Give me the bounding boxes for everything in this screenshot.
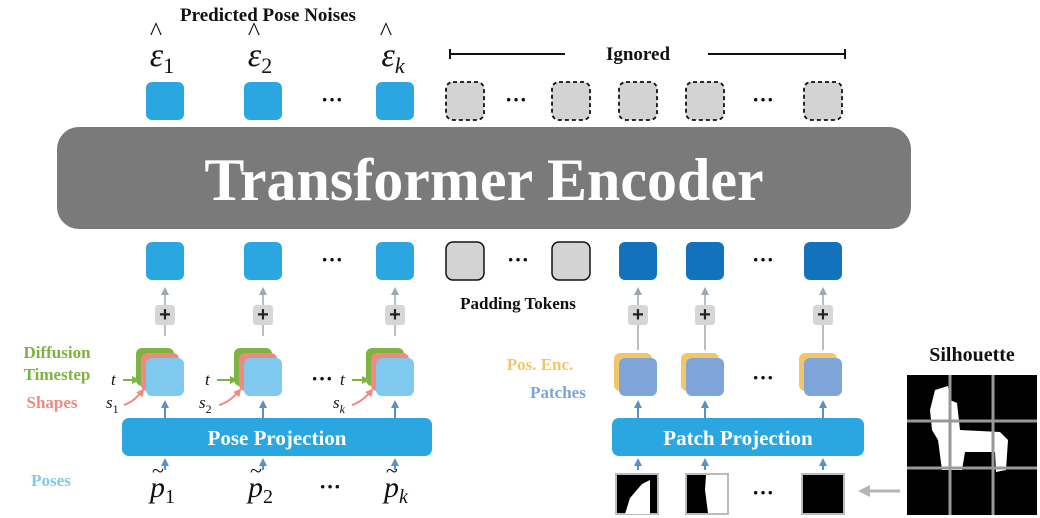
patch-token-3 <box>804 242 842 280</box>
timestep-input-k: t <box>340 370 370 389</box>
timestep-input-2: t <box>205 370 238 389</box>
patch-image-2 <box>685 473 729 515</box>
svg-text:~: ~ <box>386 458 398 483</box>
svg-text:p1: p1 <box>148 471 175 508</box>
legend-patches: Patches <box>530 383 586 402</box>
ignored-token-2 <box>551 81 591 121</box>
svg-text:s1: s1 <box>106 393 119 416</box>
svg-text:^: ^ <box>248 17 260 46</box>
input-ellipsis-1: ··· <box>321 247 343 272</box>
svg-text:~: ~ <box>152 458 164 483</box>
plus-node-pose-1: + <box>155 287 175 336</box>
legend-diffusion-line1: Diffusion <box>23 343 91 362</box>
legend-poses: Poses <box>31 471 71 490</box>
input-token-1 <box>146 242 184 280</box>
silhouette-label: Silhouette <box>929 344 1015 366</box>
padding-ellipsis: ··· <box>507 247 529 272</box>
svg-text:ε1: ε1 <box>150 37 174 78</box>
svg-text:^: ^ <box>150 17 162 46</box>
output-ellipsis-1: ··· <box>321 87 343 112</box>
svg-text:~: ~ <box>250 458 262 483</box>
svg-text:^: ^ <box>380 17 392 46</box>
patch-image-1 <box>615 473 659 515</box>
ignored-token-3 <box>618 81 658 121</box>
ignored-token-5 <box>803 81 843 121</box>
legend-diffusion-line2: Timestep <box>24 365 91 384</box>
shape-input-k: sk <box>333 388 374 416</box>
patch-token-1 <box>619 242 657 280</box>
svg-text:+: + <box>257 304 269 326</box>
pose-token-stack-k <box>366 348 414 396</box>
plus-node-pose-2: + <box>253 287 273 336</box>
padding-token-1 <box>445 241 485 281</box>
svg-text:ε2: ε2 <box>248 37 272 78</box>
output-symbol-k: εk ^ <box>380 17 406 78</box>
patch-embed-ellipsis: ··· <box>752 365 774 390</box>
svg-text:pk: pk <box>382 471 409 508</box>
patch-image-ellipsis: ··· <box>752 480 774 505</box>
ignored-label: Ignored <box>606 44 670 65</box>
input-token-k <box>376 242 414 280</box>
output-token-k <box>376 82 414 120</box>
output-symbol-2: ε2 ^ <box>248 17 272 78</box>
ignored-token-4 <box>685 81 725 121</box>
svg-text:+: + <box>389 304 401 326</box>
plus-node-patch-1: + <box>628 287 648 350</box>
padding-token-2 <box>551 241 591 281</box>
svg-text:sk: sk <box>333 393 346 416</box>
plus-node-patch-2: + <box>695 287 715 350</box>
pose-token-stack-1 <box>136 348 184 396</box>
plus-node-pose-k: + <box>385 287 405 336</box>
legend-shapes: Shapes <box>26 393 77 412</box>
legend-pos-enc: Pos. Enc. <box>507 355 574 374</box>
patch-embed-stack-3 <box>799 353 842 396</box>
pose-token-stack-2 <box>234 348 282 396</box>
patch-projection-label: Patch Projection <box>663 426 813 450</box>
svg-text:p2: p2 <box>246 471 273 508</box>
svg-text:εk: εk <box>381 37 405 78</box>
pose-projection-label: Pose Projection <box>208 426 347 450</box>
pose-projection-block <box>122 418 432 456</box>
transformer-encoder-block <box>57 127 911 229</box>
output-token-2 <box>244 82 282 120</box>
shape-input-2: s2 <box>199 388 242 416</box>
svg-text:t: t <box>111 370 117 389</box>
patch-embed-stack-1 <box>614 353 657 396</box>
patch-projection-block <box>612 418 864 456</box>
svg-text:t: t <box>340 370 346 389</box>
patch-token-ellipsis: ··· <box>752 247 774 272</box>
input-token-2 <box>244 242 282 280</box>
svg-text:+: + <box>817 304 829 326</box>
patch-embed-stack-2 <box>681 353 724 396</box>
timestep-input-1: t <box>111 370 140 389</box>
pose-stack-ellipsis: ··· <box>311 366 333 391</box>
pose-symbol-1: p1 ~ <box>148 458 175 508</box>
svg-text:t: t <box>205 370 211 389</box>
transformer-encoder-label: Transformer Encoder <box>204 147 763 213</box>
pose-symbol-k: pk ~ <box>382 458 409 508</box>
shape-input-1: s1 <box>106 388 145 416</box>
patch-token-2 <box>686 242 724 280</box>
plus-node-patch-3: + <box>813 287 833 350</box>
silhouette-image <box>907 375 1037 515</box>
pose-symbol-2: p2 ~ <box>246 458 273 508</box>
svg-text:+: + <box>159 304 171 326</box>
patch-image-3 <box>801 473 845 515</box>
pose-symbol-ellipsis: ··· <box>319 474 341 499</box>
ignored-ellipsis-2: ··· <box>752 87 774 112</box>
svg-text:+: + <box>632 304 644 326</box>
padding-tokens-label: Padding Tokens <box>460 294 576 313</box>
output-token-1 <box>146 82 184 120</box>
svg-text:+: + <box>699 304 711 326</box>
output-symbol-1: ε1 ^ <box>150 17 174 78</box>
svg-text:s2: s2 <box>199 393 212 416</box>
ignored-bracket <box>449 49 846 59</box>
ignored-ellipsis-1: ··· <box>505 87 527 112</box>
diagram-title: Predicted Pose Noises <box>180 5 356 26</box>
ignored-token-1 <box>445 81 485 121</box>
